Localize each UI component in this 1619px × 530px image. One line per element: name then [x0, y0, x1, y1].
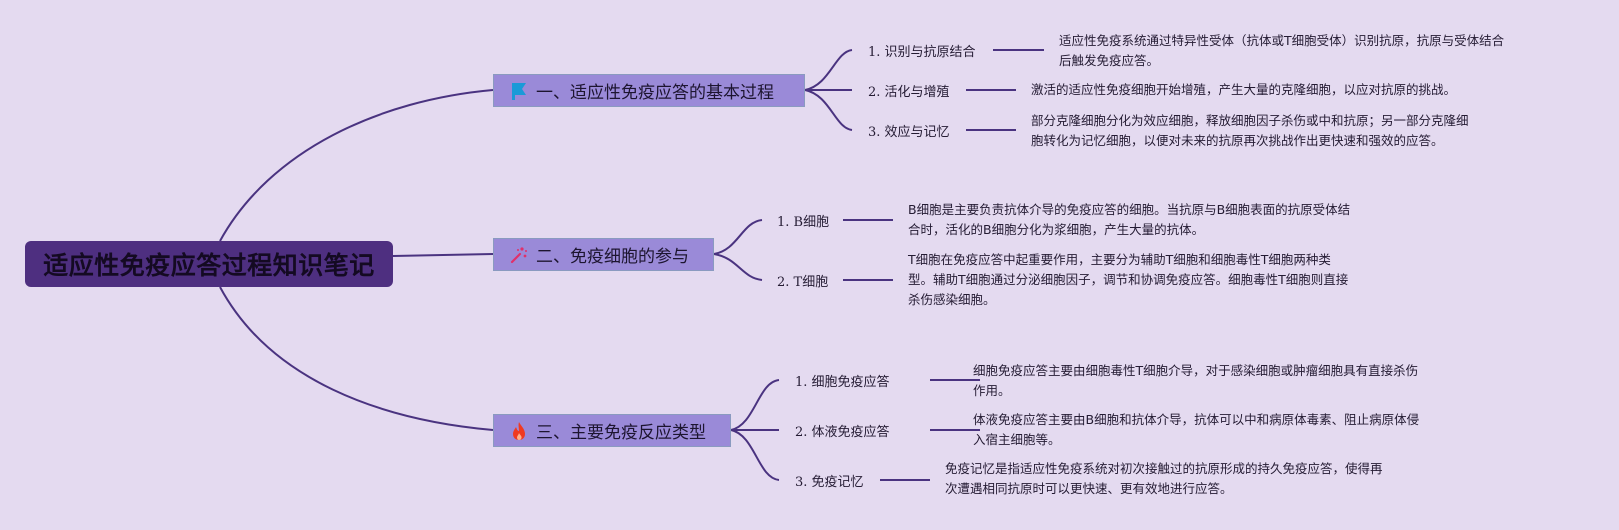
link-root-branch-1	[219, 89, 494, 242]
flag-icon	[508, 80, 530, 102]
branch-label: 二、免疫细胞的参与	[536, 247, 689, 267]
note-line: 后触发免疫应答。	[1059, 53, 1160, 68]
topic-label: 3. 效应与记忆	[868, 125, 950, 140]
topic-cellular-response[interactable]: 1. 细胞免疫应答	[795, 371, 890, 390]
branch-response-types[interactable]: 三、主要免疫反应类型	[493, 414, 731, 447]
topic-t-cell[interactable]: 2. T细胞	[777, 271, 828, 290]
note-line: 胞转化为记忆细胞，以便对未来的抗原再次挑战作出更快速和强效的应答。	[1031, 133, 1444, 148]
note-recognition: 适应性免疫系统通过特异性受体（抗体或T细胞受体）识别抗原，抗原与受体结合 后触发…	[1059, 31, 1504, 71]
note-line: 免疫记忆是指适应性免疫系统对初次接触过的抗原形成的持久免疫应答，使得再	[945, 461, 1383, 476]
topic-effect-memory[interactable]: 3. 效应与记忆	[868, 121, 950, 140]
link-root-branch-2	[392, 253, 494, 257]
note-effect-memory: 部分克隆细胞分化为效应细胞，释放细胞因子杀伤或中和抗原；另一部分克隆细 胞转化为…	[1031, 111, 1469, 151]
topic-label: 1. B细胞	[777, 215, 830, 230]
link-root-branch-3	[219, 286, 494, 431]
link-b2-i2	[713, 253, 763, 281]
branch-label: 三、主要免疫反应类型	[536, 423, 706, 443]
note-humoral-response: 体液免疫应答主要由B细胞和抗体介导，抗体可以中和病原体毒素、阻止病原体侵 入宿主…	[973, 410, 1419, 450]
note-line: 次遭遇相同抗原时可以更快速、更有效地进行应答。	[945, 481, 1233, 496]
note-line: 细胞免疫应答主要由细胞毒性T细胞介导，对于感染细胞或肿瘤细胞具有直接杀伤	[973, 363, 1419, 378]
link-b1-i3	[804, 89, 853, 131]
note-line: 型。辅助T细胞通过分泌细胞因子，调节和协调免疫应答。细胞毒性T细胞则直接	[908, 272, 1349, 287]
topic-label: 1. 识别与抗原结合	[868, 45, 976, 60]
link-b3-i3	[730, 429, 780, 481]
topic-label: 2. 活化与增殖	[868, 85, 950, 100]
topic-label: 3. 免疫记忆	[795, 475, 864, 490]
root-title: 适应性免疫应答过程知识笔记	[43, 251, 375, 280]
note-b-cell: B细胞是主要负责抗体介导的免疫应答的细胞。当抗原与B细胞表面的抗原受体结 合时，…	[908, 200, 1350, 240]
link-b3-i1	[730, 379, 780, 431]
topic-label: 1. 细胞免疫应答	[795, 375, 890, 390]
note-cellular-response: 细胞免疫应答主要由细胞毒性T细胞介导，对于感染细胞或肿瘤细胞具有直接杀伤 作用。	[973, 361, 1418, 401]
note-line: 合时，活化的B细胞分化为浆细胞，产生大量的抗体。	[908, 222, 1205, 237]
note-t-cell: T细胞在免疫应答中起重要作用，主要分为辅助T细胞和细胞毒性T细胞两种类 型。辅助…	[908, 250, 1348, 310]
topic-b-cell[interactable]: 1. B细胞	[777, 211, 829, 230]
topic-label: 2. T细胞	[777, 275, 829, 290]
topic-activation[interactable]: 2. 活化与增殖	[868, 81, 950, 100]
link-b1-i1	[804, 49, 853, 91]
topic-humoral-response[interactable]: 2. 体液免疫应答	[795, 421, 890, 440]
fire-icon	[508, 420, 530, 442]
note-line: B细胞是主要负责抗体介导的免疫应答的细胞。当抗原与B细胞表面的抗原受体结	[908, 202, 1351, 217]
note-line: 作用。	[973, 383, 1011, 398]
link-b2-i1	[713, 219, 763, 255]
note-line: 适应性免疫系统通过特异性受体（抗体或T细胞受体）识别抗原，抗原与受体结合	[1059, 33, 1505, 48]
topic-immune-memory[interactable]: 3. 免疫记忆	[795, 471, 864, 490]
note-line: 体液免疫应答主要由B细胞和抗体介导，抗体可以中和病原体毒素、阻止病原体侵	[973, 412, 1420, 427]
note-immune-memory: 免疫记忆是指适应性免疫系统对初次接触过的抗原形成的持久免疫应答，使得再 次遭遇相…	[945, 459, 1383, 499]
note-line: 激活的适应性免疫细胞开始增殖，产生大量的克隆细胞，以应对抗原的挑战。	[1031, 82, 1457, 97]
note-line: 入宿主细胞等。	[973, 432, 1061, 447]
topic-recognition[interactable]: 1. 识别与抗原结合	[868, 41, 976, 60]
branch-basic-process[interactable]: 一、适应性免疫应答的基本过程	[493, 74, 805, 107]
note-activation: 激活的适应性免疫细胞开始增殖，产生大量的克隆细胞，以应对抗原的挑战。	[1031, 80, 1456, 100]
note-line: 部分克隆细胞分化为效应细胞，释放细胞因子杀伤或中和抗原；另一部分克隆细	[1031, 113, 1469, 128]
root-topic[interactable]: 适应性免疫应答过程知识笔记	[25, 241, 393, 287]
topic-label: 2. 体液免疫应答	[795, 425, 890, 440]
sparkle-wand-icon	[508, 244, 530, 266]
branch-label: 一、适应性免疫应答的基本过程	[536, 83, 774, 103]
branch-immune-cells[interactable]: 二、免疫细胞的参与	[493, 238, 714, 271]
note-line: 杀伤感染细胞。	[908, 292, 996, 307]
note-line: T细胞在免疫应答中起重要作用，主要分为辅助T细胞和细胞毒性T细胞两种类	[908, 252, 1331, 267]
